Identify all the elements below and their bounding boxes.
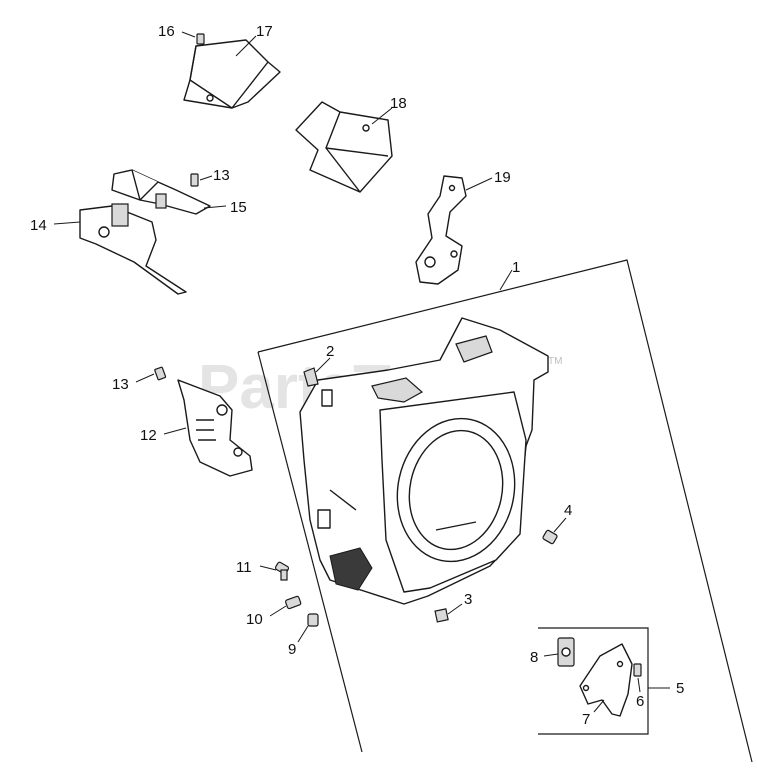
callout-1[interactable]: 1 (512, 259, 520, 276)
part-9-screw[interactable] (307, 613, 319, 627)
callout-3[interactable]: 3 (464, 591, 472, 608)
part-6-screw[interactable] (633, 663, 642, 677)
callout-4[interactable]: 4 (564, 502, 572, 519)
callout-10[interactable]: 10 (246, 611, 263, 628)
callout-17[interactable]: 17 (256, 23, 273, 40)
callout-14[interactable]: 14 (30, 217, 47, 234)
part-17-shroud-bracket[interactable] (183, 39, 281, 109)
part-11-stud[interactable] (274, 561, 290, 581)
part-16-screw[interactable] (196, 33, 205, 45)
callout-18[interactable]: 18 (390, 95, 407, 112)
part-15-baffle[interactable] (111, 169, 211, 215)
callout-2[interactable]: 2 (326, 343, 334, 360)
callout-numbers: 16 17 18 19 13 15 14 1 2 13 12 4 3 11 10… (30, 23, 684, 728)
callout-5[interactable]: 5 (676, 680, 684, 697)
callout-9[interactable]: 9 (288, 641, 296, 658)
part-1-blower-housing[interactable] (299, 317, 549, 605)
assembly-frame-1 (257, 259, 753, 763)
part-19-bracket[interactable] (415, 175, 467, 285)
callout-13-lower[interactable]: 13 (112, 376, 129, 393)
callout-6[interactable]: 6 (636, 693, 644, 710)
callout-16[interactable]: 16 (158, 23, 175, 40)
part-13-screw-upper[interactable] (190, 173, 199, 187)
part-4-screw[interactable] (542, 529, 558, 545)
watermark-trademark: TM (548, 356, 562, 367)
part-13-screw-lower[interactable] (154, 366, 167, 381)
part-18-baffle[interactable] (295, 101, 393, 193)
leader-lines (53, 31, 641, 713)
part-12-head-baffle[interactable] (177, 379, 253, 477)
callout-19[interactable]: 19 (494, 169, 511, 186)
part-14-baffle-plate[interactable] (79, 203, 187, 295)
part-7-plate[interactable] (579, 643, 633, 717)
part-8-clip[interactable] (557, 637, 575, 667)
callout-13-upper[interactable]: 13 (213, 167, 230, 184)
callout-8[interactable]: 8 (530, 649, 538, 666)
callout-7[interactable]: 7 (582, 711, 590, 728)
part-2-clip[interactable] (303, 367, 319, 387)
kit-frame-5 (538, 627, 670, 735)
callout-15[interactable]: 15 (230, 199, 247, 216)
callout-11[interactable]: 11 (236, 559, 252, 576)
part-3-nut[interactable] (434, 608, 449, 623)
callout-12[interactable]: 12 (140, 427, 157, 444)
part-10-screw[interactable] (285, 595, 302, 610)
